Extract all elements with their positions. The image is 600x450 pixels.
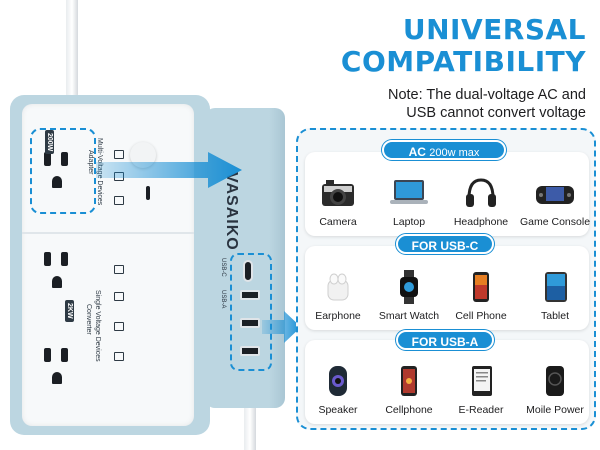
device-headphone: Headphone [446, 176, 516, 228]
section-usb-c-title: FOR USB-C [396, 234, 494, 254]
device-mini-icon [114, 322, 124, 331]
device-e-reader: E-Reader [446, 364, 516, 416]
label-converter: Converter [85, 304, 92, 335]
section-usb-a [305, 340, 589, 424]
usb-a-port-1 [240, 290, 260, 300]
device-mini-icon [114, 150, 124, 159]
device-smart-watch: Smart Watch [374, 270, 444, 322]
badge-2kw: 2KW [65, 300, 74, 322]
device-game-console: Game Console [520, 176, 590, 228]
highlight-usb-ports [230, 253, 272, 371]
device-earphone: Earphone [303, 270, 373, 322]
device-mini-icon [114, 292, 124, 301]
camera-icon [322, 180, 354, 206]
ac-outlet-2kw-1 [44, 252, 70, 292]
arrow-ac-icon [96, 152, 242, 188]
highlight-200w-outlet [30, 128, 96, 214]
device-speaker: Speaker [303, 364, 373, 416]
speaker-icon [329, 366, 347, 396]
label-single-voltage: Single Voltage Devices [94, 290, 101, 362]
device-camera: Camera [303, 176, 373, 228]
cell-phone-icon [473, 272, 489, 302]
power-cord-top [66, 0, 78, 100]
page-title: UNIVERSAL COMPATIBILITY [341, 14, 586, 78]
section-usb-a-title: FOR USB-A [396, 330, 494, 350]
power-cord-bottom [244, 405, 256, 450]
cellphone-icon [401, 366, 417, 396]
arrow-usb-icon [262, 311, 301, 343]
device-mini-icon [114, 196, 124, 205]
earphone-icon [327, 273, 349, 301]
headphone-icon [466, 178, 496, 207]
usb-c-port [243, 260, 253, 282]
device-mini-icon [114, 265, 124, 274]
section-usb-c [305, 246, 589, 330]
device-power-bank: Moile Power [520, 364, 590, 416]
section-ac-title: AC 200w max [382, 140, 506, 160]
e-reader-icon [472, 366, 492, 396]
usb-a-label: USB-A [220, 290, 226, 309]
note-line-2: USB cannot convert voltage [406, 105, 586, 121]
converter-divider [22, 232, 194, 234]
usb-a-port-2 [240, 318, 260, 328]
laptop-icon [390, 180, 428, 204]
smart-watch-icon [400, 270, 418, 304]
device-tablet: Tablet [520, 270, 590, 322]
ac-outlet-2kw-2 [44, 348, 70, 388]
device-mini-icon [114, 352, 124, 361]
device-cellphone: Cellphone [374, 364, 444, 416]
ac-outlet-200w [44, 152, 70, 192]
indicator-light [146, 186, 150, 200]
note-line-1: Note: The dual-voltage AC and [387, 87, 586, 103]
game-console-icon [536, 186, 574, 204]
power-bank-icon [546, 366, 564, 396]
device-cell-phone: Cell Phone [446, 270, 516, 322]
tablet-icon [545, 272, 567, 302]
usb-c-label: USB-C [220, 258, 226, 277]
voltage-note: Note: The dual-voltage AC and USB cannot… [388, 86, 586, 122]
device-laptop: Laptop [374, 176, 444, 228]
usb-a-port-3 [240, 346, 260, 356]
title-line-2: COMPATIBILITY [340, 45, 586, 78]
title-line-1: UNIVERSAL [402, 13, 586, 46]
